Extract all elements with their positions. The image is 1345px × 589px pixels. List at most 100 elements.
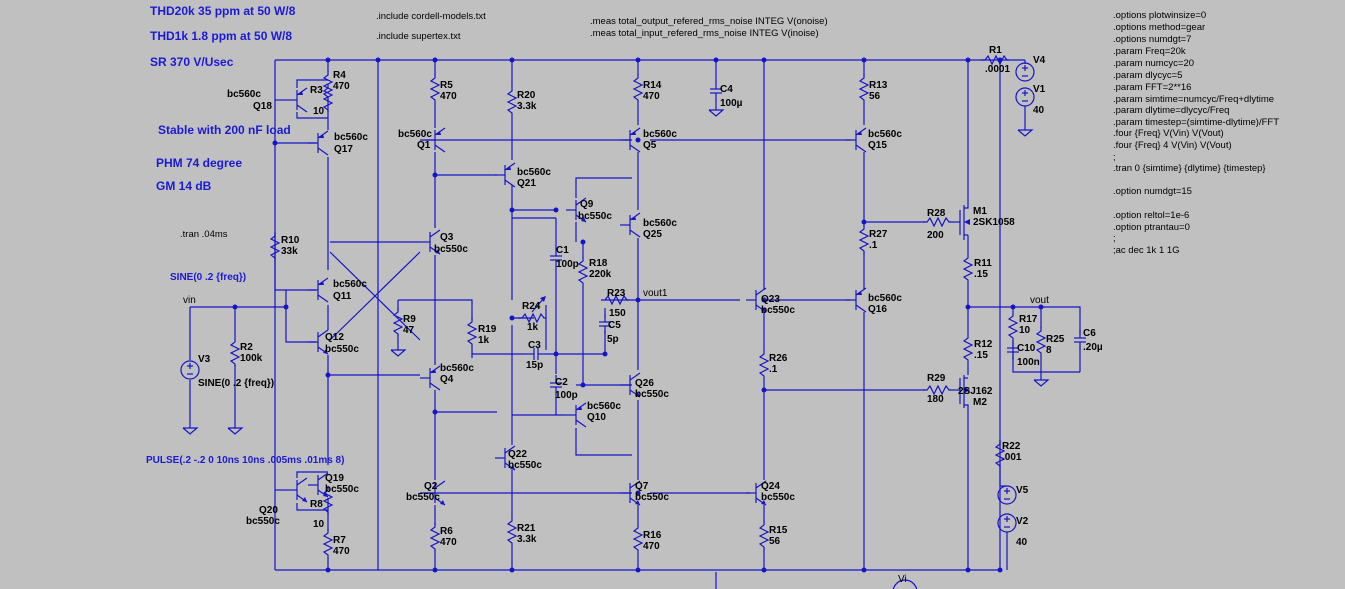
q3-model: bc550c bbox=[434, 244, 468, 255]
q24-ref: Q24 bbox=[761, 481, 780, 492]
r8-value: 10 bbox=[313, 519, 325, 530]
option-line: .four {Freq} 4 V(Vin) V(Vout) bbox=[1113, 140, 1232, 151]
r10-ref: R10 bbox=[281, 235, 300, 246]
resistor-r21-symbol[interactable] bbox=[507, 516, 517, 546]
resistor-r15-symbol[interactable] bbox=[759, 520, 769, 550]
resistor-r18-symbol[interactable] bbox=[578, 256, 588, 286]
resistor-r27-symbol[interactable] bbox=[859, 224, 869, 254]
option-line: .param timestep=(simtime-dlytime)/FFT bbox=[1113, 117, 1279, 128]
option-line: .tran 0 {simtime} {dlytime} {timestep} bbox=[1113, 163, 1266, 174]
resistor-r14-symbol[interactable] bbox=[633, 73, 643, 103]
transistor-q15-symbol[interactable] bbox=[845, 127, 867, 153]
ground-icon bbox=[390, 349, 406, 357]
resistor-r12-symbol[interactable] bbox=[963, 333, 973, 363]
resistor-r17-symbol[interactable] bbox=[1008, 311, 1018, 341]
option-line: .param numcyc=20 bbox=[1113, 58, 1194, 69]
resistor-r11-symbol[interactable] bbox=[963, 253, 973, 283]
r4-value: 470 bbox=[333, 81, 350, 92]
annotation-phase-margin: PHM 74 degree bbox=[156, 156, 242, 170]
ground-icon bbox=[227, 427, 243, 435]
r17-value: 10 bbox=[1019, 325, 1031, 336]
q18-model: bc560c bbox=[227, 89, 261, 100]
c5-value: 5p bbox=[607, 334, 619, 345]
q19-model: bc550c bbox=[325, 484, 359, 495]
q18-ref: Q18 bbox=[253, 101, 272, 112]
r6-ref: R6 bbox=[440, 526, 453, 537]
option-line: .options numdgt=7 bbox=[1113, 34, 1191, 45]
resistor-r16-symbol[interactable] bbox=[633, 523, 643, 553]
r2-ref: R2 bbox=[240, 342, 253, 353]
r21-ref: R21 bbox=[517, 523, 536, 534]
resistor-r5-symbol[interactable] bbox=[430, 73, 440, 103]
option-line: .param dlycyc=5 bbox=[1113, 70, 1182, 81]
r21-value: 3.3k bbox=[517, 534, 537, 545]
q1-model: bc560c bbox=[398, 129, 432, 140]
r3-value: 10 bbox=[313, 106, 325, 117]
q12-ref: Q12 bbox=[325, 332, 344, 343]
v3-ref: V3 bbox=[198, 354, 211, 365]
transistor-q18-symbol[interactable] bbox=[286, 87, 308, 113]
q4-ref: Q4 bbox=[440, 374, 454, 385]
r25-value: 8 bbox=[1046, 345, 1052, 356]
resistor-r2-symbol[interactable] bbox=[230, 337, 240, 367]
q20-model: bc550c bbox=[246, 516, 280, 527]
r23-value: 150 bbox=[609, 308, 626, 319]
transistor-q10-symbol[interactable] bbox=[565, 402, 587, 428]
resistor-r25-symbol[interactable] bbox=[1036, 326, 1046, 356]
q9-ref: Q9 bbox=[580, 199, 594, 210]
transistor-q25-symbol[interactable] bbox=[619, 212, 641, 238]
r26-value: .1 bbox=[769, 364, 778, 375]
voltage-source-v1-symbol[interactable] bbox=[1015, 87, 1035, 107]
mosfet-m2-symbol[interactable] bbox=[959, 375, 970, 408]
resistor-r6-symbol[interactable] bbox=[430, 522, 440, 552]
q5-model: bc560c bbox=[643, 129, 677, 140]
option-line: .option reltol=1e-6 bbox=[1113, 210, 1189, 221]
c6-value: .20µ bbox=[1083, 342, 1103, 353]
mosfet-m1-symbol[interactable] bbox=[959, 205, 970, 240]
r1-value: .0001 bbox=[985, 64, 1010, 75]
transistor-q16-symbol[interactable] bbox=[845, 287, 867, 313]
q26-model: bc550c bbox=[635, 389, 669, 400]
resistor-r7-symbol[interactable] bbox=[323, 528, 333, 558]
resistor-r20-symbol[interactable] bbox=[507, 86, 517, 116]
transistor-q21-symbol[interactable] bbox=[494, 162, 516, 188]
q16-model: bc560c bbox=[868, 293, 902, 304]
v4-ref: V4 bbox=[1033, 55, 1046, 66]
r13-ref: R13 bbox=[869, 80, 888, 91]
resistor-r13-symbol[interactable] bbox=[859, 73, 869, 103]
m2-ref: M2 bbox=[973, 397, 987, 408]
v2-ref: V2 bbox=[1016, 516, 1029, 527]
q26-ref: Q26 bbox=[635, 378, 654, 389]
ground-icon bbox=[708, 109, 724, 117]
r5-ref: R5 bbox=[440, 80, 453, 91]
resistor-r29-symbol[interactable] bbox=[922, 385, 952, 395]
ground-icon bbox=[182, 427, 198, 435]
transistor-q4-symbol[interactable] bbox=[419, 365, 441, 391]
r12-value: .15 bbox=[974, 350, 988, 361]
transistor-q11-symbol[interactable] bbox=[307, 277, 329, 303]
q12-model: bc550c bbox=[325, 344, 359, 355]
c1-value: 100p bbox=[556, 259, 579, 270]
annotation-thd1k: THD1k 1.8 ppm at 50 W/8 bbox=[150, 29, 292, 43]
r27-value: .1 bbox=[869, 240, 878, 251]
r15-value: 56 bbox=[769, 536, 781, 547]
c2-ref: C2 bbox=[555, 377, 568, 388]
resistor-r26-symbol[interactable] bbox=[759, 349, 769, 379]
r29-value: 180 bbox=[927, 394, 944, 405]
r15-ref: R15 bbox=[769, 525, 788, 536]
transistor-q17-symbol[interactable] bbox=[307, 130, 329, 156]
q7-model: bc550c bbox=[635, 492, 669, 503]
r9-ref: R9 bbox=[403, 314, 416, 325]
voltage-source-v3-symbol[interactable] bbox=[180, 360, 200, 380]
resistor-r28-symbol[interactable] bbox=[922, 217, 952, 227]
q23-model: bc550c bbox=[761, 305, 795, 316]
voltage-source-v2-symbol[interactable] bbox=[997, 513, 1017, 533]
r8-ref: R8 bbox=[310, 499, 323, 510]
voltage-source-v4-symbol[interactable] bbox=[1015, 62, 1035, 82]
resistor-r19-symbol[interactable] bbox=[467, 317, 477, 347]
option-line: .four {Freq} V(Vin) V(Vout) bbox=[1113, 128, 1224, 139]
r3-ref: R3 bbox=[310, 85, 323, 96]
transistor-q20-symbol[interactable] bbox=[286, 477, 308, 503]
voltage-source-v5-symbol[interactable] bbox=[997, 485, 1017, 505]
q15-ref: Q15 bbox=[868, 140, 887, 151]
